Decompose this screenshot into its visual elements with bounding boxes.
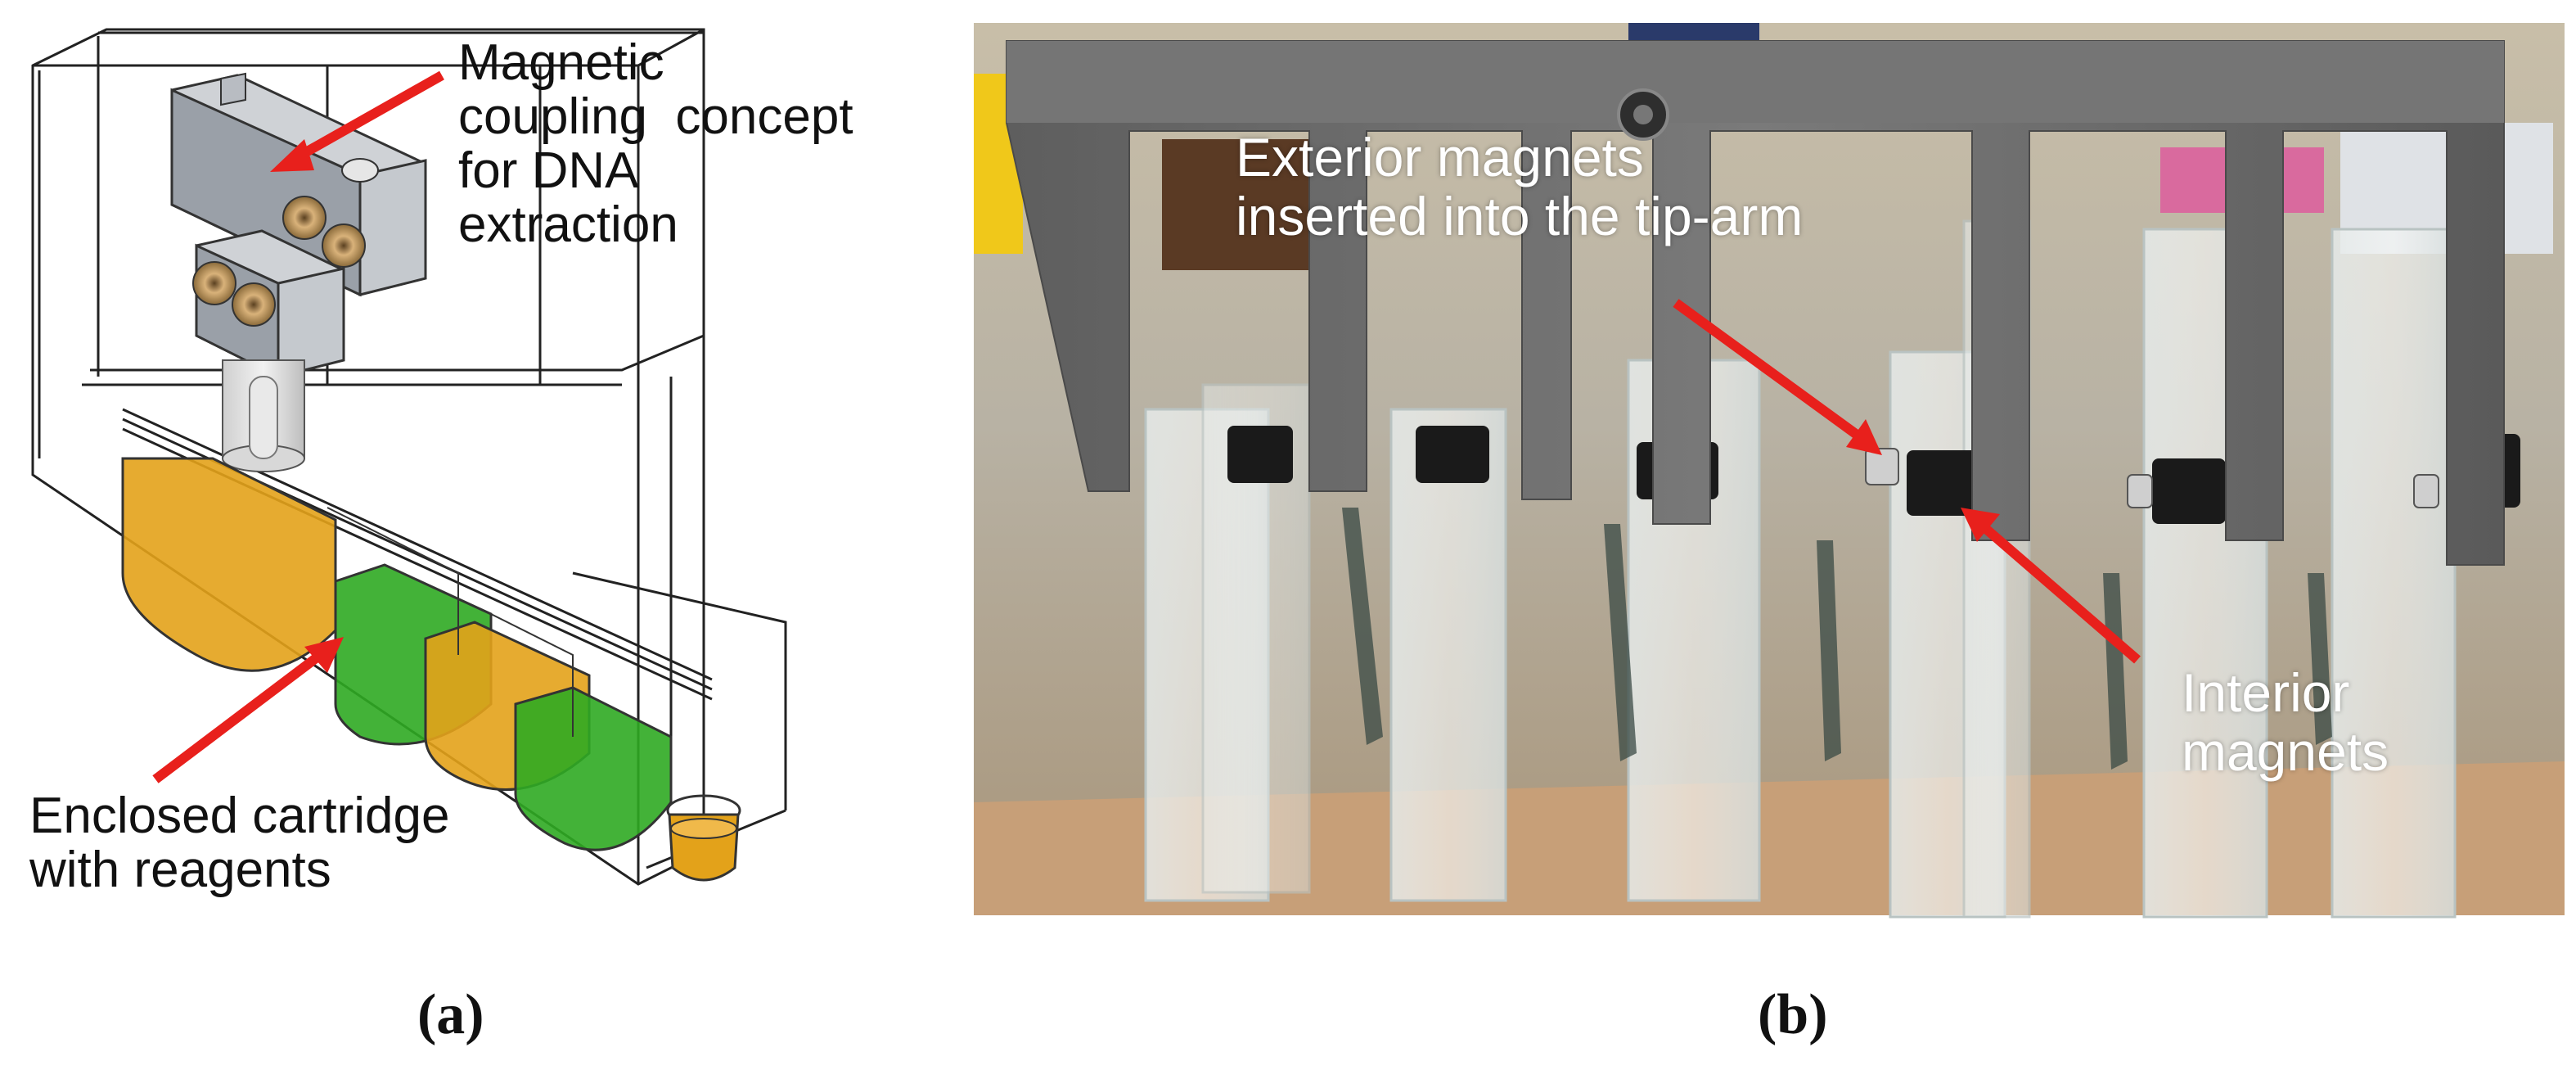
arrow-coupling [270, 70, 444, 172]
label-interior-magnets: Interior magnets [2182, 662, 2389, 782]
arrow-interior-magnets [1961, 508, 2141, 664]
reagent-chambers [121, 457, 673, 851]
reagent-chamber-green-2 [514, 686, 673, 851]
caption-a: (a) [417, 983, 484, 1046]
extraction-tube [222, 359, 305, 472]
label-enclosed-cartridge: Enclosed cartridge with reagents [29, 788, 450, 898]
waste-vial [666, 794, 741, 882]
plate-inserts [1342, 508, 2332, 770]
arrow-exterior-magnets [1673, 299, 1882, 455]
brass-magnets [192, 196, 366, 327]
arrow-cartridge [152, 637, 344, 783]
exterior-magnets [1865, 448, 2439, 508]
label-exterior-magnets: Exterior magnets inserted into the tip-a… [1236, 127, 1804, 246]
caption-b: (b) [1758, 983, 1828, 1046]
reagent-chamber-orange-1 [121, 457, 337, 672]
tip-arm [1006, 40, 2505, 566]
label-magnetic-coupling: Magnetic coupling concept for DNA extrac… [458, 34, 853, 253]
